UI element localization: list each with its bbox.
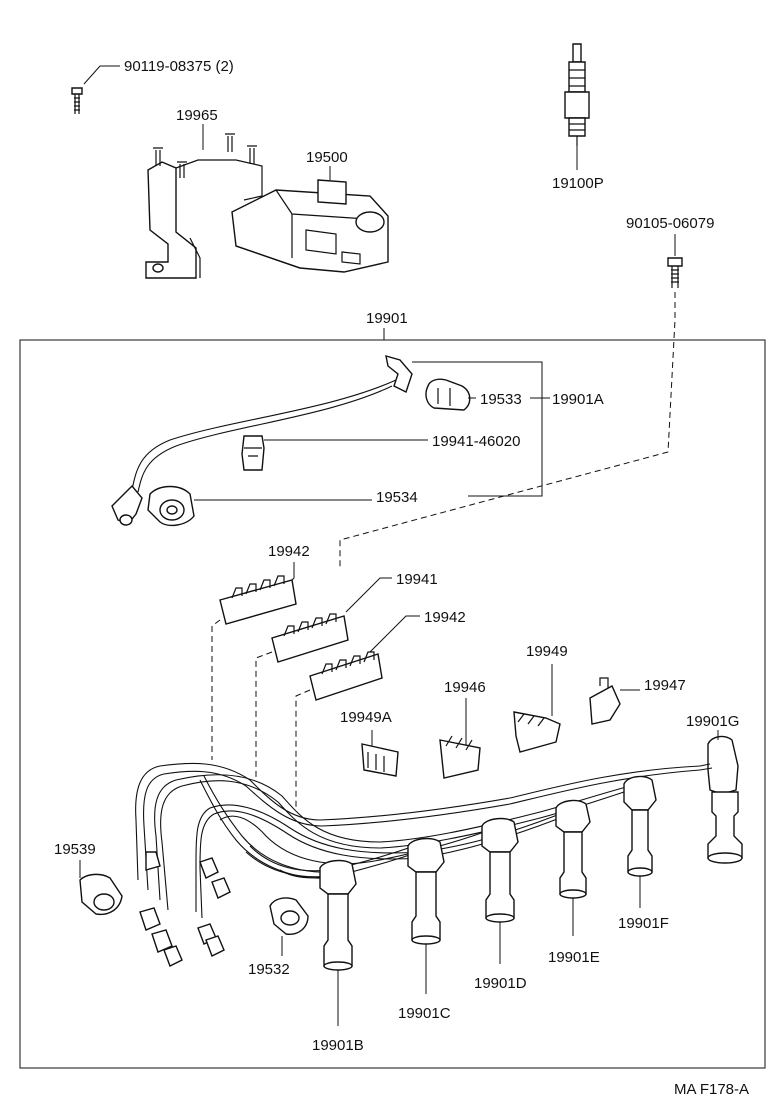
wire-set-frame	[19, 339, 766, 1069]
dash-19942-lower	[295, 689, 311, 810]
label-19941-46020: 19941-46020	[432, 433, 520, 450]
spark-plug	[564, 43, 590, 146]
clamp-19942-upper	[219, 575, 297, 625]
leader-bolt-top	[83, 65, 120, 85]
label-19949A: 19949A	[340, 709, 392, 726]
diagram-ref-code: MA F178-A	[674, 1081, 749, 1098]
label-19539: 19539	[54, 841, 96, 858]
coil-bracket	[145, 133, 263, 279]
clamp-19946	[439, 735, 481, 779]
label-19901A: 19901A	[552, 391, 604, 408]
boot-19532	[269, 897, 309, 935]
boot-19534	[147, 485, 195, 527]
label-19534: 19534	[376, 489, 418, 506]
dash-19941	[255, 651, 273, 780]
clamp-19942-lower	[309, 651, 383, 701]
dash-bolt-to-clamp	[339, 292, 676, 570]
label-19901G: 19901G	[686, 713, 739, 730]
label-90119-08375: 90119-08375 (2)	[124, 58, 234, 75]
plug-wire-19901G	[699, 735, 743, 864]
label-19949: 19949	[526, 643, 568, 660]
label-19941: 19941	[396, 571, 438, 588]
label-19901D: 19901D	[474, 975, 527, 992]
bracket-19901A	[412, 361, 550, 497]
label-19901: 19901	[366, 310, 408, 327]
boot-19539	[79, 873, 123, 916]
clamp-19949	[513, 711, 561, 753]
leader-19941	[345, 577, 392, 613]
plug-wire-19901E	[555, 799, 591, 899]
bolt-90119-08375	[71, 87, 83, 114]
plug-wire-19901D	[481, 817, 519, 923]
label-19901C: 19901C	[398, 1005, 451, 1022]
label-19100P: 19100P	[552, 175, 604, 192]
label-19901F: 19901F	[618, 915, 669, 932]
plug-wire-19901B	[319, 859, 357, 971]
label-19946: 19946	[444, 679, 486, 696]
boot-19533	[425, 378, 471, 411]
plug-wire-19901C	[407, 837, 445, 945]
label-90105-06079: 90105-06079	[626, 215, 714, 232]
clamp-19941-46020	[241, 435, 265, 471]
label-19965: 19965	[176, 107, 218, 124]
label-19901B: 19901B	[312, 1037, 364, 1054]
bolt-90105-06079	[667, 257, 683, 288]
label-19532: 19532	[248, 961, 290, 978]
clamp-19941	[271, 613, 349, 663]
label-19500: 19500	[306, 149, 348, 166]
label-19533: 19533	[480, 391, 522, 408]
label-19942-lower: 19942	[424, 609, 466, 626]
harness-terminals-left	[139, 851, 231, 967]
label-19901E: 19901E	[548, 949, 600, 966]
label-19942-upper: 19942	[268, 543, 310, 560]
leader-19942-lower	[369, 615, 420, 653]
ignition-coil	[231, 179, 389, 273]
plug-wire-19901F	[623, 775, 657, 877]
label-19947: 19947	[644, 677, 686, 694]
clamp-19947	[589, 677, 621, 725]
dash-19942-upper	[211, 619, 221, 760]
clamp-19949A	[361, 743, 399, 777]
coil-wire	[111, 355, 413, 526]
